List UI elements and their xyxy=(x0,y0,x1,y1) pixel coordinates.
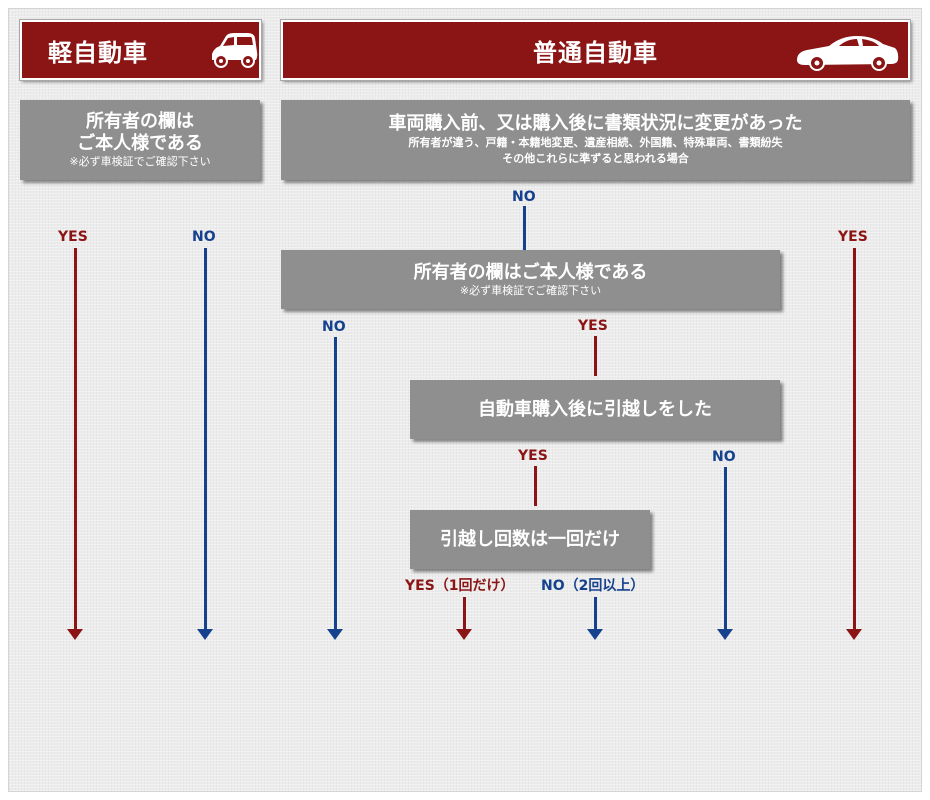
move-once-question-box: 引越し回数は一回だけ xyxy=(410,510,650,569)
kei-no-arrow-line xyxy=(204,248,207,630)
regular-owner-note: ※必ず車検証でご確認下さい xyxy=(459,283,602,297)
moved-title: 自動車購入後に引越しをした xyxy=(478,398,712,420)
kei-no-arrow-head xyxy=(197,629,213,640)
document-change-yes-arrow-line xyxy=(853,248,856,630)
kei-owner-note: ※必ず車検証でご確認下さい xyxy=(69,155,211,168)
compact-car-icon xyxy=(212,33,258,68)
kei-yes-arrow-head xyxy=(67,629,83,640)
regular-owner-no-arrow-line xyxy=(334,337,337,630)
move-once-no-label: NO（2回以上） xyxy=(541,578,645,594)
header-kei-car-label: 軽自動車 xyxy=(48,38,148,67)
kei-owner-line2: ご本人様である xyxy=(77,133,203,154)
header-regular-car: 普通自動車 xyxy=(280,19,911,81)
move-once-yes-arrow-line xyxy=(463,597,466,630)
kei-owner-question-box: 所有者の欄は ご本人様である ※必ず車検証でご確認下さい xyxy=(20,100,260,180)
document-change-sub1: 所有者が違う、戸籍・本籍地変更、遺産相続、外国籍、特殊車両、書類紛失 xyxy=(408,136,783,149)
move-once-title: 引越し回数は一回だけ xyxy=(440,528,620,550)
document-change-question-box: 車両購入前、又は購入後に書類状況に変更があった 所有者が違う、戸籍・本籍地変更、… xyxy=(281,100,910,180)
moved-no-label: NO xyxy=(712,449,736,465)
document-change-sub2: その他これらに準ずると思われる場合 xyxy=(502,152,689,165)
kei-no-label: NO xyxy=(192,229,216,245)
header-kei-car: 軽自動車 xyxy=(19,19,262,81)
moved-no-arrow-line xyxy=(724,467,727,630)
document-change-no-connector xyxy=(523,206,526,250)
move-once-yes-arrow-head xyxy=(456,629,472,640)
moved-yes-connector xyxy=(534,466,537,506)
move-once-yes-label: YES（1回だけ） xyxy=(405,578,515,594)
header-regular-car-label: 普通自動車 xyxy=(533,38,658,67)
regular-owner-yes-label: YES xyxy=(578,318,608,334)
document-change-yes-arrow-head xyxy=(846,629,862,640)
kei-yes-label: YES xyxy=(58,229,88,245)
document-change-title: 車両購入前、又は購入後に書類状況に変更があった xyxy=(388,113,803,134)
moved-no-arrow-head xyxy=(717,629,733,640)
move-once-no-arrow-head xyxy=(587,629,603,640)
kei-yes-arrow-line xyxy=(74,248,77,630)
document-change-no-label: NO xyxy=(512,189,536,205)
regular-owner-question-box: 所有者の欄はご本人様である ※必ず車検証でご確認下さい xyxy=(281,250,780,309)
kei-owner-line1: 所有者の欄は xyxy=(86,111,194,132)
regular-owner-yes-connector xyxy=(594,336,597,376)
regular-owner-no-arrow-head xyxy=(327,629,343,640)
move-once-no-arrow-line xyxy=(594,597,597,630)
document-change-yes-label: YES xyxy=(838,229,868,245)
sports-car-icon xyxy=(797,36,899,71)
regular-owner-title: 所有者の欄はご本人様である xyxy=(413,261,648,283)
moved-yes-label: YES xyxy=(518,448,548,464)
regular-owner-no-label: NO xyxy=(322,319,346,335)
moved-question-box: 自動車購入後に引越しをした xyxy=(410,380,780,439)
